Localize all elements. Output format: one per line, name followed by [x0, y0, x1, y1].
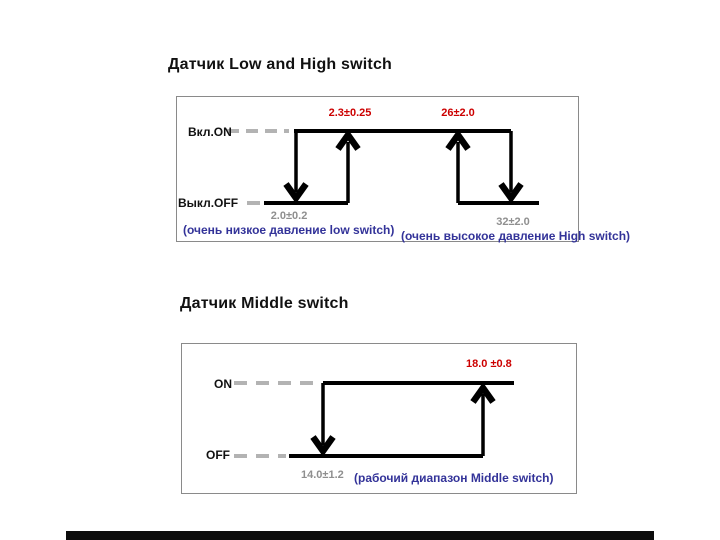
high-switch-caption: (очень высокое давление High switch) — [401, 229, 631, 243]
on-level-label: ON — [214, 377, 232, 391]
bottom-bar — [66, 531, 654, 540]
low-switch-down-arrow — [283, 131, 309, 204]
high-switch-up-arrow — [445, 129, 471, 203]
low-switch-off-value: 2.0±0.2 — [270, 210, 308, 222]
waveform-lines — [289, 381, 514, 458]
middle-switch-on-value: 18.0 ±0.8 — [466, 358, 512, 370]
low-high-switch-diagram: Вкл.ON Выкл.OFF 2.3±0.25 26±2.0 2.0±0.2 … — [176, 96, 630, 243]
on-level-label: Вкл.ON — [188, 125, 232, 139]
off-level-label: OFF — [206, 448, 230, 462]
low-switch-on-value: 2.3±0.25 — [328, 107, 372, 119]
off-level-label: Выкл.OFF — [178, 196, 239, 210]
high-switch-on-value: 26±2.0 — [441, 107, 475, 119]
waveform-lines — [264, 129, 539, 205]
high-switch-down-arrow — [498, 131, 524, 204]
high-switch-off-value: 32±2.0 — [496, 216, 530, 228]
middle-switch-caption: (рабочий диапазон Middle switch) — [354, 471, 554, 485]
low-high-diagram-title: Датчик Low and High switch — [168, 56, 393, 73]
low-switch-up-arrow — [335, 129, 361, 203]
middle-switch-off-value: 14.0±1.2 — [301, 469, 344, 481]
low-high-waveform — [227, 129, 539, 205]
middle-switch-down-arrow — [310, 383, 336, 457]
middle-diagram-title: Датчик Middle switch — [180, 295, 349, 312]
middle-waveform — [234, 381, 514, 458]
middle-switch-diagram: ON OFF 18.0 ±0.8 14.0±1.2 (рабочий диапа… — [181, 343, 577, 494]
low-switch-caption: (очень низкое давление low switch) — [183, 223, 395, 237]
middle-switch-up-arrow — [470, 382, 496, 456]
